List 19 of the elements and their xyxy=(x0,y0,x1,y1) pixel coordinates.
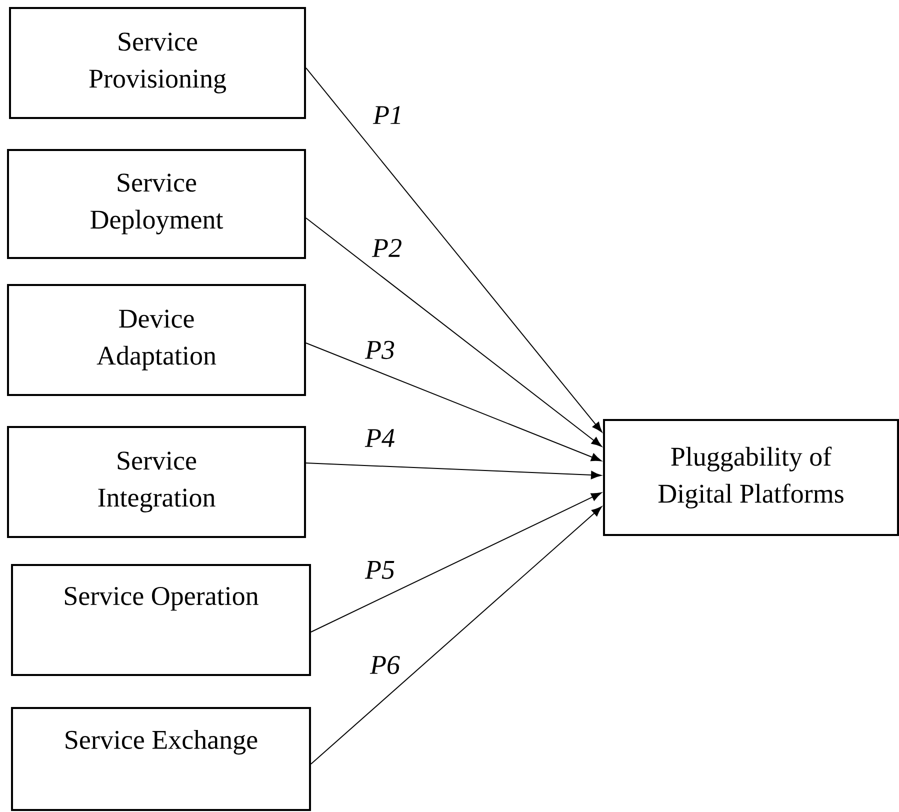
process-box: Pluggability of Digital Platforms xyxy=(603,419,899,536)
process-box: Service Deployment xyxy=(7,149,306,259)
arrow xyxy=(306,342,602,462)
process-box: Service Integration xyxy=(7,426,306,538)
process-box: Service Exchange xyxy=(11,707,311,811)
process-box: Device Adaptation xyxy=(7,284,306,396)
edge-label: P1 xyxy=(372,105,404,125)
edge-label: P6 xyxy=(369,654,401,676)
arrow xyxy=(306,68,602,432)
arrow xyxy=(306,218,602,447)
process-box: Service Operation xyxy=(11,564,311,676)
arrow xyxy=(310,492,602,632)
arrow xyxy=(306,462,602,480)
edge-label: P3 xyxy=(364,340,396,360)
edge-label: P4 xyxy=(364,428,396,448)
edge-label: P2 xyxy=(371,238,403,258)
edge-label: P5 xyxy=(364,560,396,580)
arrow xyxy=(310,506,602,764)
process-box: Service Provisioning xyxy=(9,7,306,119)
